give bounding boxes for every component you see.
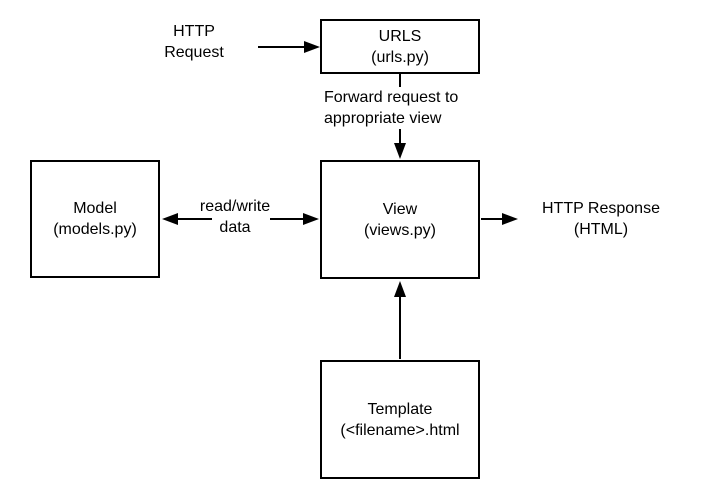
view-box: View (views.py) xyxy=(320,160,480,279)
http-response-label: HTTP Response (HTML) xyxy=(525,198,677,240)
model-to-view-arrow xyxy=(270,213,319,225)
read-write-data-label-line2: data xyxy=(219,219,251,236)
forward-request-label-line1: Forward request to xyxy=(324,89,459,106)
urls-box: URLS (urls.py) xyxy=(320,19,480,74)
view-box-title: View xyxy=(382,200,418,218)
http-request-label: HTTP Request xyxy=(129,21,259,63)
forward-request-label: Forward request to appropriate view xyxy=(324,87,486,129)
http-response-label-line1: HTTP Response xyxy=(542,200,660,217)
http-request-label-line1: HTTP xyxy=(173,23,215,40)
view-to-model-arrow xyxy=(162,213,212,225)
template-box: Template (<filename>.html xyxy=(320,360,480,479)
model-box-filename: (models.py) xyxy=(53,221,137,238)
view-box-filename: (views.py) xyxy=(363,221,436,239)
urls-box-title: URLS xyxy=(378,27,422,45)
template-box-filename: (<filename>.html xyxy=(340,421,460,439)
view-to-response-arrow xyxy=(481,213,518,225)
http-response-label-line2: (HTML) xyxy=(573,221,629,238)
template-box-title: Template xyxy=(367,400,433,418)
model-box: Model (models.py) xyxy=(30,160,160,278)
forward-request-label-line2: appropriate view xyxy=(324,110,442,127)
template-to-view-arrow xyxy=(394,281,406,359)
http-request-arrow xyxy=(258,41,320,53)
read-write-data-label: read/write data xyxy=(180,196,290,238)
urls-box-filename: (urls.py) xyxy=(371,48,429,66)
model-box-title: Model xyxy=(73,200,117,217)
read-write-data-label-line1: read/write xyxy=(199,198,271,215)
http-request-label-line2: Request xyxy=(164,44,224,61)
